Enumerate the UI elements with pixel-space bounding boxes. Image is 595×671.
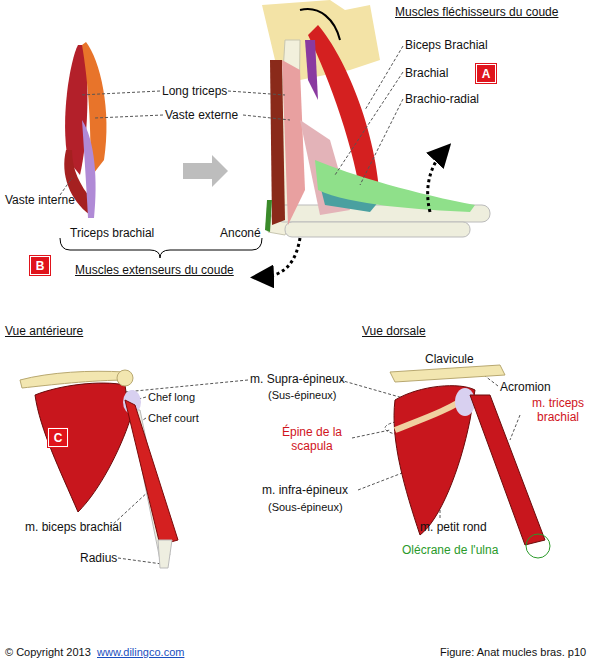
text-label: Vaste interne: [5, 193, 75, 207]
text-label: Vue antérieure: [5, 324, 83, 338]
text-label: Clavicule: [425, 352, 474, 366]
arm-illustration: [262, 0, 490, 237]
leader-line: [60, 178, 72, 195]
text-label: Brachial: [405, 66, 448, 80]
text-label: Radius: [80, 551, 117, 565]
olecranon-circle: [526, 534, 550, 558]
ancone: [265, 200, 272, 232]
text-label: m. triceps brachial: [522, 396, 594, 424]
humeral-head: [455, 388, 475, 416]
text-label: Vaste externe: [165, 108, 238, 122]
leader-line: [510, 415, 520, 440]
text-label: www.dilingco.com: [97, 645, 184, 659]
flexion-arrow: [428, 152, 443, 212]
text-label: m. infra-épineux: [262, 483, 348, 497]
text-label: Acromion: [500, 380, 551, 394]
text-label: m. Supra-épineux: [250, 372, 345, 386]
text-label: Brachio-radial: [405, 92, 479, 106]
tendon: [82, 120, 96, 218]
text-label: m. biceps brachial: [25, 520, 122, 534]
leader-line: [243, 115, 290, 120]
text-label: Olécrane de l'ulna: [402, 543, 498, 557]
radius-bone: [285, 222, 470, 237]
leader-line: [352, 430, 390, 438]
callout-box: C: [48, 428, 68, 447]
gray-arrow: [183, 155, 228, 187]
callout-letter: A: [482, 67, 491, 81]
callout-box: B: [30, 256, 50, 275]
text-label: Biceps Brachial: [405, 38, 488, 52]
text-label: Muscles fléchisseurs du coude: [395, 5, 558, 19]
triceps-muscle: [64, 42, 106, 218]
biceps-short-head: [305, 40, 318, 100]
text-label: Épine de la scapula: [272, 425, 352, 453]
text-label: Vue dorsale: [362, 324, 426, 338]
scapula: [394, 386, 475, 535]
leader-lines: [60, 46, 520, 564]
radius-bone: [158, 540, 172, 568]
brace: [60, 238, 262, 258]
text-label: Triceps brachial: [70, 226, 154, 240]
clavicle: [390, 365, 505, 382]
leader-line: [365, 46, 403, 110]
text-label: m. petit rond: [420, 520, 487, 534]
leader-line: [335, 72, 403, 175]
text-label: Muscles extenseurs du coude: [75, 263, 234, 277]
leader-line: [125, 380, 248, 392]
text-label: (Sous-épineux): [268, 500, 343, 514]
text-label: Chef long: [148, 390, 195, 404]
dorsal-shoulder: [390, 365, 550, 558]
text-label: Anconé: [220, 226, 261, 240]
text-label: (Sus-épineux): [268, 388, 336, 402]
leader-line: [360, 99, 403, 185]
figure-caption: Figure: Anat mucles bras. p10: [440, 645, 586, 659]
leader-line: [118, 558, 162, 564]
triceps: [270, 60, 285, 225]
scapula: [35, 383, 130, 512]
callout-letter: B: [36, 259, 45, 273]
leader-line: [485, 376, 498, 386]
leader-line: [95, 115, 163, 118]
brachio-radial: [315, 160, 475, 212]
extension-arrow: [262, 238, 300, 277]
leader-line: [228, 91, 285, 95]
leader-line: [80, 91, 160, 95]
acromion: [117, 370, 133, 386]
text-label: Chef court: [148, 411, 199, 425]
callout-letter: C: [54, 431, 63, 445]
callout-box: A: [476, 64, 496, 83]
triceps-head: [282, 60, 305, 225]
clavicle: [20, 371, 130, 388]
text-label: Long triceps: [162, 84, 227, 98]
text-label: © Copyright 2013: [5, 645, 91, 659]
